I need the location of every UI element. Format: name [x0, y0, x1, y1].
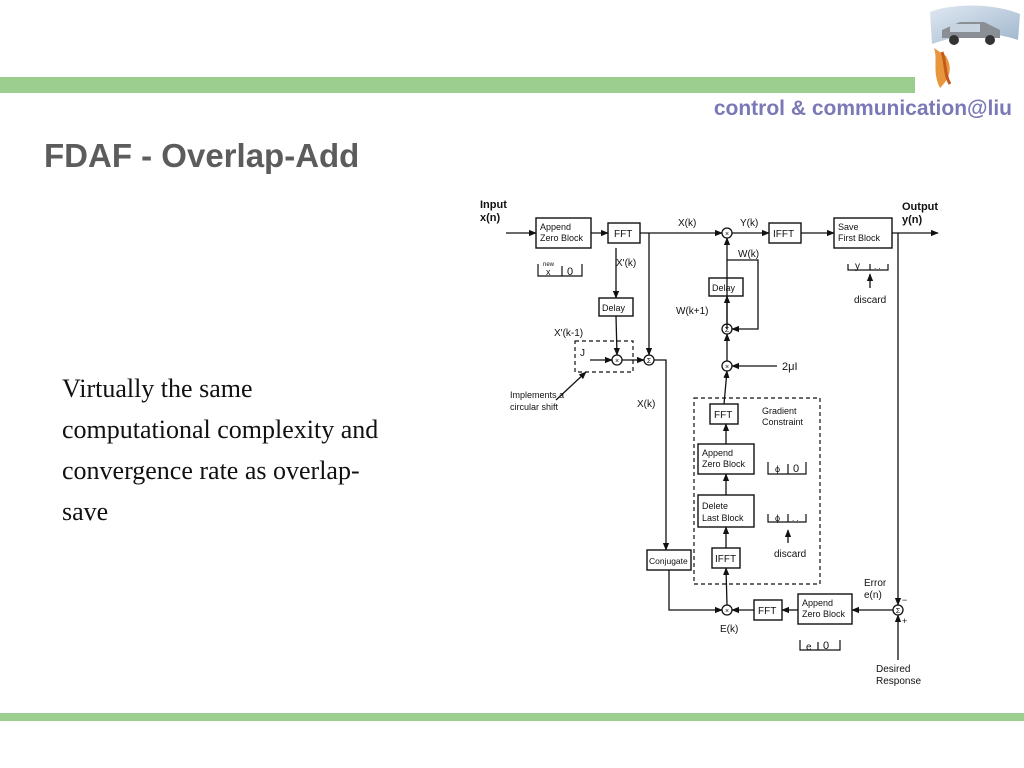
new-label: new — [543, 262, 555, 268]
append-zero-top-line1: Append — [540, 222, 571, 232]
ifft-top-label: IFFT — [773, 229, 794, 240]
wk-label: W(k) — [738, 249, 759, 260]
fft-gradient-label: FFT — [714, 410, 732, 421]
implements-line1: Implements a — [510, 390, 564, 400]
mult-top-symbol: × — [725, 231, 729, 238]
error-label: Error — [864, 578, 887, 589]
append-zero-top-line2: Zero Block — [540, 233, 584, 243]
desired-line1: Desired — [876, 664, 910, 675]
vec-dots-top-label: . . — [874, 262, 881, 271]
vec-x-label: x — [546, 267, 551, 277]
mult-step-symbol: × — [725, 364, 729, 371]
output-label: Output — [902, 201, 938, 213]
gradient-constraint-line1: Gradient — [762, 406, 797, 416]
xk-mid-label: X(k) — [637, 399, 655, 410]
plus-sign: + — [902, 616, 907, 626]
sum-weights-symbol: Σ — [725, 327, 730, 334]
ifft-gradient-label: IFFT — [715, 554, 736, 565]
vec-y-label: y — [855, 261, 860, 272]
fdaf-block-diagram: Input x(n) Output y(n) Append Zero Block… — [480, 199, 939, 687]
delay-left-label: Delay — [602, 303, 626, 313]
delete-last-line1: Delete — [702, 501, 728, 511]
step-size-label: 2μI — [782, 361, 798, 373]
append-zero-gradient-line2: Zero Block — [702, 459, 746, 469]
gradient-constraint-box — [693, 397, 821, 585]
vec-phi-delete-label: ϕ — [775, 513, 780, 523]
wk1-label: W(k+1) — [676, 306, 709, 317]
e-zero-vector — [799, 640, 841, 651]
gradient-constraint-line2: Constraint — [762, 417, 804, 427]
input-label: Input — [480, 199, 507, 211]
vec-zero-grad-label: 0 — [793, 463, 799, 475]
append-zero-error-line2: Zero Block — [802, 609, 846, 619]
circular-shift-box — [574, 340, 634, 373]
append-zero-gradient-line1: Append — [702, 448, 733, 458]
append-zero-error-line1: Append — [802, 598, 833, 608]
body-text: Virtually the same computational complex… — [62, 374, 379, 526]
vec-zero-top-label: 0 — [567, 266, 573, 278]
y-vector — [847, 264, 889, 271]
yk-label: Y(k) — [740, 218, 758, 229]
discard-top-label: discard — [854, 295, 886, 306]
input-signal-label: x(n) — [480, 212, 501, 224]
vec-zero-err-label: 0 — [823, 640, 829, 652]
sum-error-symbol: Σ — [896, 608, 901, 615]
delete-last-line2: Last Block — [702, 513, 744, 523]
j-label: J — [580, 348, 585, 359]
desired-line2: Response — [876, 676, 921, 687]
bottom-accent-bar — [0, 713, 1024, 721]
fft-top-label: FFT — [614, 229, 632, 240]
conjugate-label: Conjugate — [649, 556, 688, 566]
output-signal-label: y(n) — [902, 214, 923, 226]
top-accent-bar — [0, 77, 915, 93]
implements-line2: circular shift — [510, 402, 559, 412]
phi-dots-vector — [767, 514, 807, 523]
organization-label: control & communication@liu — [713, 97, 1012, 120]
save-first-line1: Save — [838, 222, 859, 232]
vec-e-label: e — [806, 642, 812, 653]
vec-phi-grad-label: ϕ — [775, 464, 780, 474]
ek-label: E(k) — [720, 624, 738, 635]
discard-mid-label: discard — [774, 549, 806, 560]
error-signal-label: e(n) — [864, 590, 882, 601]
minus-sign: − — [902, 595, 907, 605]
mult-shift-symbol: × — [615, 358, 619, 365]
delete-last-block — [697, 494, 755, 528]
mult-error-symbol: × — [725, 608, 729, 615]
xk-top-label: X(k) — [678, 218, 696, 229]
sum-shift-symbol: Σ — [647, 358, 652, 365]
save-first-line2: First Block — [838, 233, 881, 243]
fft-error-label: FFT — [758, 606, 776, 617]
new-x-vector — [537, 264, 583, 277]
xprime-k-label: X'(k) — [616, 258, 636, 269]
vec-dots-delete-label: . . — [792, 514, 799, 523]
xprime-k1-label: X'(k-1) — [554, 328, 583, 339]
car-logo-image — [930, 5, 1020, 88]
slide-title: FDAF - Overlap-Add — [44, 137, 360, 174]
phi-zero-vector — [767, 462, 807, 475]
delay-right-label: Delay — [712, 283, 736, 293]
